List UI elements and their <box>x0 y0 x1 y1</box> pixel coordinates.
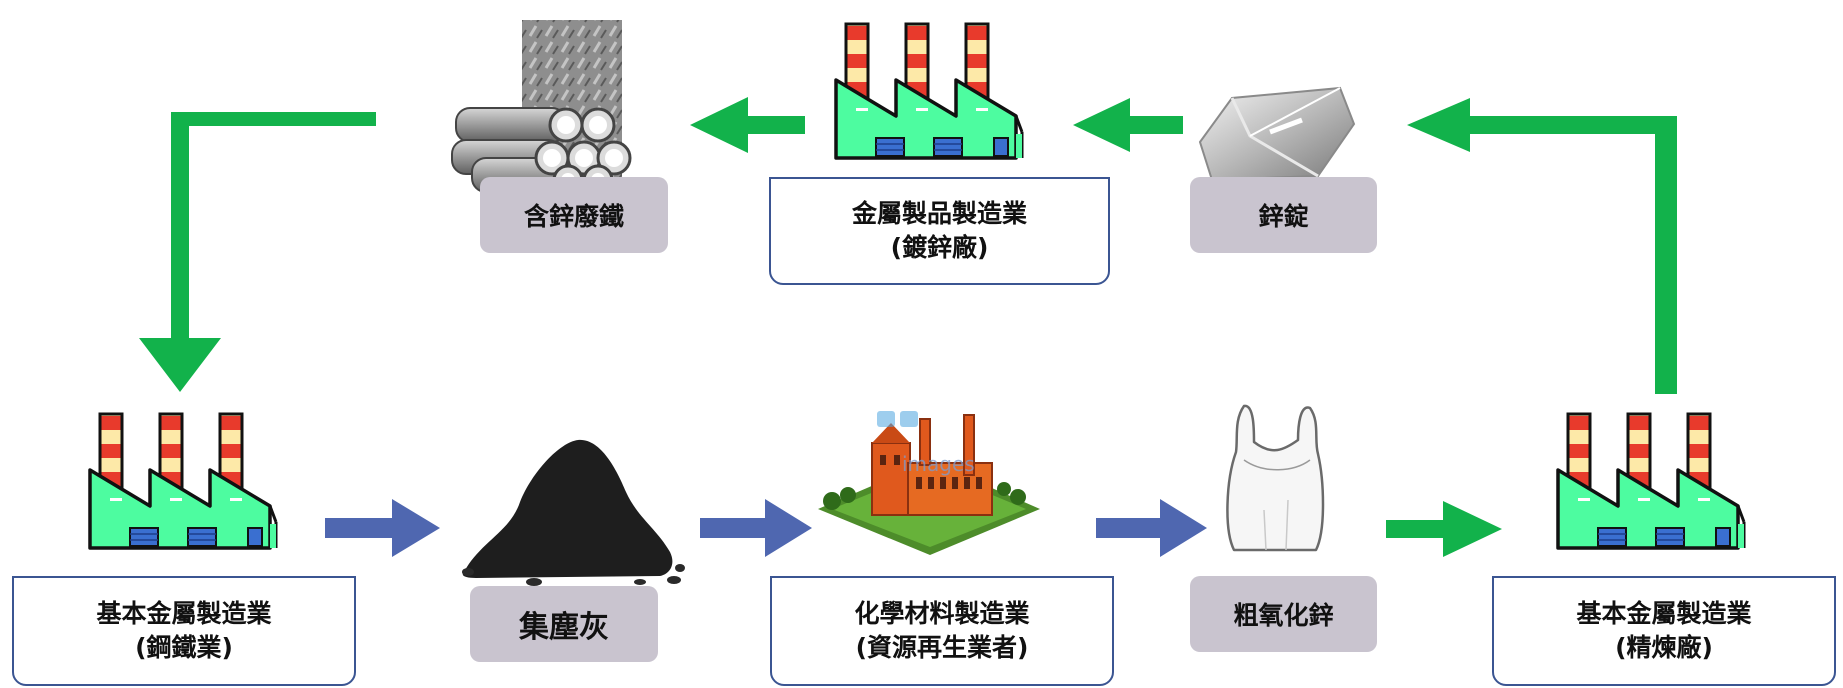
refinery-line1: 基本金屬製造業 <box>1576 599 1752 628</box>
node-steel-plant: 基本金屬製造業 (鋼鐵業) <box>12 576 356 686</box>
factory-icon-steel <box>88 412 278 550</box>
label-zinc-scrap-text: 含鋅廢鐵 <box>523 202 624 231</box>
label-crude-zinc-oxide: 粗氧化鋅 <box>1190 576 1377 652</box>
label-zinc-ingot-text: 鋅錠 <box>1258 202 1309 231</box>
steel-plant-line2: (鋼鐵業) <box>135 633 233 662</box>
zinc-ingot-icon <box>1198 86 1356 182</box>
zinc-scrap-icon <box>451 20 632 196</box>
arrow-zno-to-refinery <box>1386 501 1502 557</box>
node-galvanizing-plant: 金屬製品製造業 (鍍鋅廠) <box>769 177 1110 285</box>
watermark-text: images <box>902 452 975 476</box>
chemical-plant-line1: 化學材料製造業 <box>854 599 1030 628</box>
arrow-refinery-to-ingot <box>1407 98 1677 394</box>
arrow-chem-to-zno <box>1096 499 1207 557</box>
label-zinc-scrap: 含鋅廢鐵 <box>480 177 668 253</box>
refinery-line2: (精煉廠) <box>1615 633 1713 662</box>
node-refinery: 基本金屬製造業 (精煉廠) <box>1492 576 1836 686</box>
galvanizing-plant-line1: 金屬製品製造業 <box>851 199 1027 228</box>
label-crude-zinc-oxide-text: 粗氧化鋅 <box>1233 601 1334 630</box>
arrow-steel-to-dust <box>325 499 440 557</box>
dust-pile-icon <box>462 439 685 586</box>
chemical-plant-line2: (資源再生業者) <box>855 633 1029 662</box>
galvanizing-plant-line2: (鍍鋅廠) <box>890 233 989 262</box>
steel-plant-line1: 基本金屬製造業 <box>96 599 272 628</box>
factory-icon-refinery <box>1556 412 1746 550</box>
label-dust-text: 集塵灰 <box>519 610 609 645</box>
label-zinc-ingot: 鋅錠 <box>1190 177 1377 253</box>
arrow-scrap-to-steel <box>139 112 376 392</box>
arrow-galv-to-scrap <box>690 97 805 153</box>
factory-icon-galvanizing <box>834 22 1024 160</box>
plastic-bag-icon <box>1226 404 1325 552</box>
chemical-plant-icon: images <box>818 411 1040 555</box>
node-chemical-plant: 化學材料製造業 (資源再生業者) <box>770 576 1114 686</box>
arrow-ingot-to-galv <box>1073 98 1183 152</box>
arrow-dust-to-chem <box>700 499 812 557</box>
label-dust: 集塵灰 <box>470 586 658 662</box>
